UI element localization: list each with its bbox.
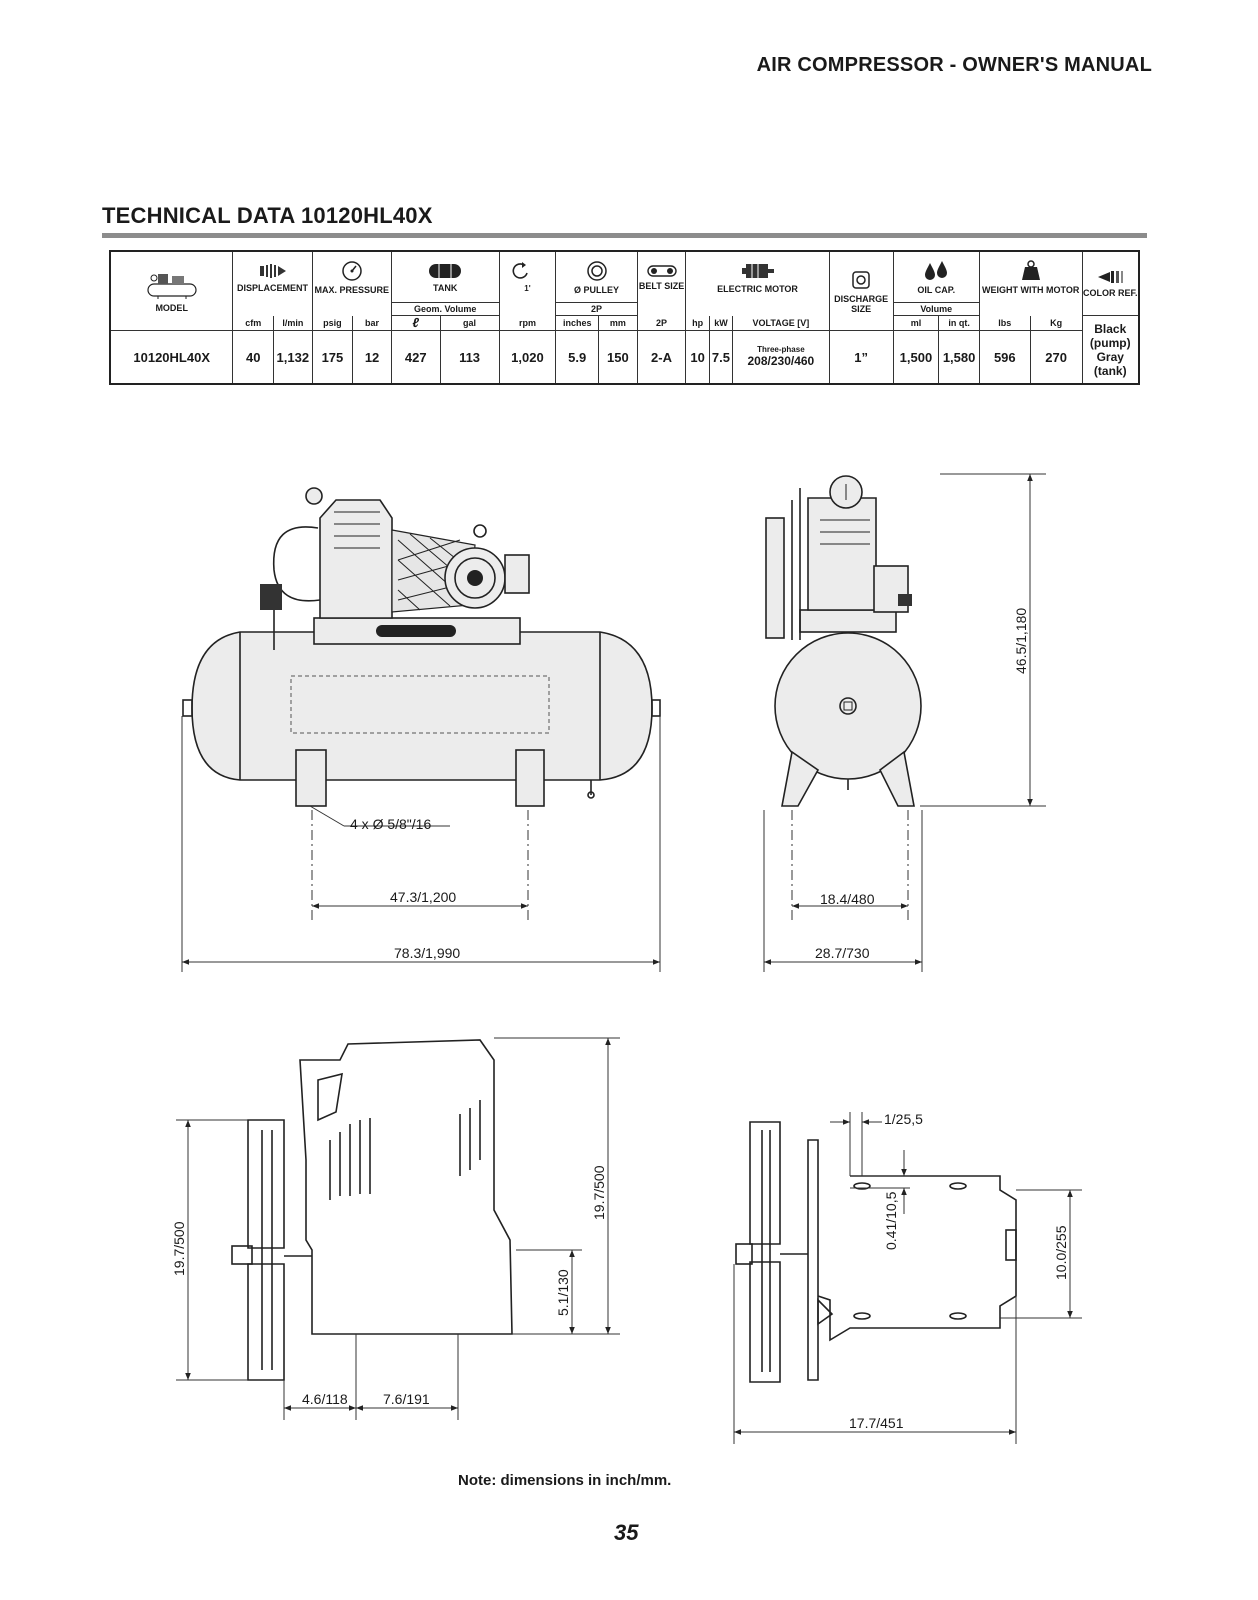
dimension-lines [176, 473, 1082, 1444]
header-pulley: Ø PULLEY [555, 250, 638, 303]
value-belt: 2-A [636, 330, 687, 385]
unit-belt-2p: 2P [636, 315, 687, 331]
header-model: MODEL [109, 250, 234, 331]
dim-pump-base-1: 4.6/118 [302, 1391, 348, 1407]
discharge-icon [852, 270, 870, 289]
value-kw: 7.5 [708, 330, 734, 385]
pulley-2p: 2P [555, 302, 638, 316]
value-hp: 10 [685, 330, 710, 385]
unit-lmin: l/min [273, 315, 313, 331]
unit-rpm: rpm [498, 315, 557, 331]
side-view-drawing [765, 475, 922, 807]
value-model: 10120HL40X [109, 330, 234, 385]
value-lbs: 596 [978, 330, 1031, 385]
pump-front-view-drawing [231, 1039, 513, 1381]
unit-gal: gal [439, 315, 500, 331]
header-belt: BELT SIZE [636, 250, 687, 303]
pressure-gauge-icon [341, 261, 362, 281]
page-number: 35 [614, 1520, 639, 1545]
unit-ml: ml [892, 315, 940, 331]
rpm-icon [512, 262, 529, 279]
dim-pump-base-2: 7.6/191 [383, 1391, 430, 1407]
manual-title: AIR COMPRESSOR - OWNER'S MANUAL [756, 54, 1152, 76]
header-oil-capacity: OIL CAP. [892, 250, 980, 303]
color-icon [1098, 271, 1124, 283]
color-ref-value: Black (pump) Gray (tank) [1081, 315, 1140, 385]
value-inqt: 1,580 [938, 330, 980, 385]
section-title: TECHNICAL DATA 10120HL40X [102, 203, 433, 228]
header-color: COLOR REF. [1081, 250, 1140, 316]
unit-psig: psig [311, 315, 354, 331]
technical-data-table: MODEL DISPLACEMENT MAX. PRESSURE [109, 250, 1140, 385]
value-mm: 150 [598, 330, 638, 385]
belt-icon [646, 265, 677, 277]
header-discharge: DISCHARGE SIZE [828, 250, 894, 331]
unit-bar: bar [352, 315, 392, 331]
dim-total-length: 78.3/1,990 [394, 945, 460, 961]
pump-side-view-drawing [735, 1121, 1017, 1383]
dimension-drawings: 4 x Ø 5/8"/16 47.3/1,200 78.3/1,990 46.5… [171, 473, 1082, 1444]
dim-pump-side-width: 17.7/451 [849, 1415, 904, 1431]
value-discharge: 1” [828, 330, 894, 385]
tank-icon [429, 263, 462, 278]
header-max-pressure: MAX. PRESSURE [311, 250, 392, 303]
header-electric-motor: ELECTRIC MOTOR [685, 250, 830, 303]
unit-kw: kW [708, 315, 734, 331]
pulley-icon [586, 260, 607, 281]
value-bar: 12 [352, 330, 392, 385]
dim-pump-offset: 0.41/10,5 [883, 1191, 899, 1250]
dim-pump-height-right: 19.7/500 [591, 1165, 607, 1220]
value-liter: 427 [390, 330, 441, 385]
dim-pump-top: 1/25,5 [884, 1111, 923, 1127]
value-rpm: 1,020 [498, 330, 557, 385]
value-lmin: 1,132 [273, 330, 313, 385]
dim-pump-height-left: 19.7/500 [171, 1221, 187, 1276]
dim-pump-side-height: 10.0/255 [1053, 1225, 1069, 1280]
value-ml: 1,500 [892, 330, 940, 385]
displacement-icon [259, 263, 286, 278]
header-displacement: DISPLACEMENT [232, 250, 313, 303]
front-view-drawing [182, 487, 661, 807]
unit-cfm: cfm [232, 315, 275, 331]
motor-icon [741, 263, 774, 278]
header-weight: WEIGHT WITH MOTOR [978, 250, 1083, 303]
value-cfm: 40 [232, 330, 275, 385]
unit-hp: hp [685, 315, 710, 331]
header-tank: TANK [390, 250, 500, 303]
unit-liter: ℓ [390, 315, 441, 331]
value-gal: 113 [439, 330, 500, 385]
table-row: 10120HL40X 40 1,132 175 12 427 113 1,020… [109, 330, 1139, 385]
dim-side-foot: 18.4/480 [820, 891, 875, 907]
dim-foot-spacing: 47.3/1,200 [390, 889, 456, 905]
dimensions-note: Note: dimensions in inch/mm. [458, 1472, 672, 1489]
dim-hole: 4 x Ø 5/8"/16 [350, 816, 431, 832]
oil-volume: Volume [892, 302, 980, 316]
section-divider [102, 233, 1147, 238]
dim-pump-shaft: 5.1/130 [555, 1269, 571, 1316]
weight-icon [1021, 260, 1040, 280]
value-psig: 175 [311, 330, 354, 385]
unit-inches: inches [555, 315, 600, 331]
unit-inqt: in qt. [938, 315, 980, 331]
value-inches: 5.9 [555, 330, 600, 385]
tank-geom-volume: Geom. Volume [390, 302, 500, 316]
value-voltage: Three-phase 208/230/460 [732, 330, 830, 385]
compressor-model-icon [147, 273, 197, 299]
unit-kg: Kg [1029, 315, 1083, 331]
dim-side-width: 28.7/730 [815, 945, 870, 961]
unit-lbs: lbs [978, 315, 1031, 331]
dim-height: 46.5/1,180 [1013, 608, 1029, 674]
oil-drop-icon [925, 260, 948, 280]
header-rpm: 1' [498, 250, 557, 303]
value-kg: 270 [1029, 330, 1083, 385]
unit-mm: mm [598, 315, 638, 331]
unit-voltage: VOLTAGE [V] [732, 315, 830, 331]
